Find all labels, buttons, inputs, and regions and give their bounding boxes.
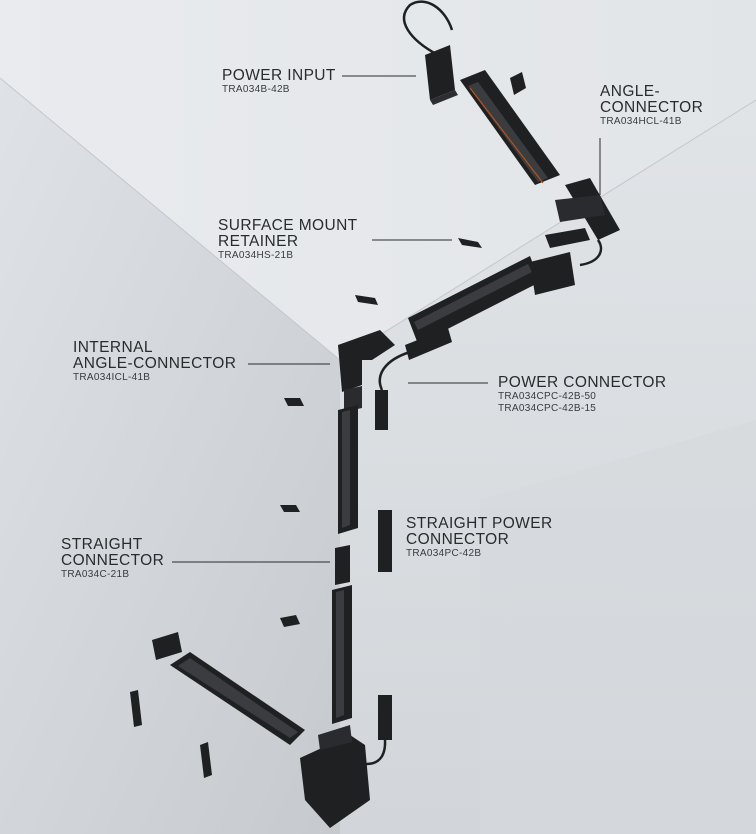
- middle-track: [408, 252, 575, 344]
- upper-track: [460, 70, 560, 185]
- angle-connector-part: [545, 178, 620, 267]
- internal-angle-title-1: INTERNAL: [73, 339, 153, 356]
- vertical-track-upper: [338, 405, 358, 534]
- label-straight-power: STRAIGHT POWER CONNECTOR TRA034PC-42B: [406, 516, 553, 560]
- power-connector-title: POWER CONNECTOR: [498, 374, 667, 391]
- surface-mount-title-2: RETAINER: [218, 233, 299, 250]
- straight-power-title-2: CONNECTOR: [406, 531, 510, 548]
- lower-left-track: [152, 632, 305, 745]
- label-straight-connector: STRAIGHT CONNECTOR TRA034C-21B: [61, 537, 164, 581]
- straight-connector-code: TRA034C-21B: [61, 569, 130, 580]
- power-connector-part: [375, 328, 452, 430]
- surface-mount-title-1: SURFACE MOUNT: [218, 217, 358, 234]
- straight-connector-title-2: CONNECTOR: [61, 552, 165, 569]
- angle-connector-code: TRA034HCL-41B: [600, 116, 682, 127]
- surface-mount-retainer: [130, 72, 526, 778]
- label-power-connector: POWER CONNECTOR TRA034CPC-42B-50 TRA034C…: [498, 375, 666, 415]
- power-input-code: TRA034B-42B: [222, 84, 290, 95]
- straight-power-code: TRA034PC-42B: [406, 548, 482, 559]
- internal-angle-title-2: ANGLE-CONNECTOR: [73, 355, 237, 372]
- straight-connector-part: [335, 545, 350, 585]
- power-input-module: [425, 45, 458, 105]
- power-connector-code-2: TRA034CPC-42B-15: [498, 403, 597, 414]
- bottom-corner-connector: [300, 725, 370, 828]
- left-wall: [0, 78, 340, 834]
- surface-mount-code: TRA034HS-21B: [218, 250, 294, 261]
- power-connector-code-1: TRA034CPC-42B-50: [498, 391, 597, 402]
- power-input-cable: [403, 0, 454, 57]
- label-internal-angle: INTERNAL ANGLE-CONNECTOR TRA034ICL-41B: [73, 340, 236, 384]
- ceiling-edge-right: [339, 99, 756, 361]
- straight-power-connector-part: [378, 510, 392, 572]
- power-input-title: POWER INPUT: [222, 67, 336, 84]
- vertical-track-lower: [332, 585, 352, 724]
- label-angle-connector: ANGLE- CONNECTOR TRA034HCL-41B: [600, 84, 703, 128]
- angle-connector-title-2: CONNECTOR: [600, 99, 704, 116]
- label-power-input: POWER INPUT TRA034B-42B: [222, 68, 336, 96]
- internal-angle-code: TRA034ICL-41B: [73, 372, 151, 383]
- straight-power-title-1: STRAIGHT POWER: [406, 515, 553, 532]
- ceiling-edge-left: [0, 77, 341, 361]
- angle-connector-title-1: ANGLE-: [600, 83, 661, 100]
- wall-shadow: [480, 420, 756, 834]
- label-surface-mount: SURFACE MOUNT RETAINER TRA034HS-21B: [218, 218, 358, 262]
- straight-connector-title-1: STRAIGHT: [61, 536, 143, 553]
